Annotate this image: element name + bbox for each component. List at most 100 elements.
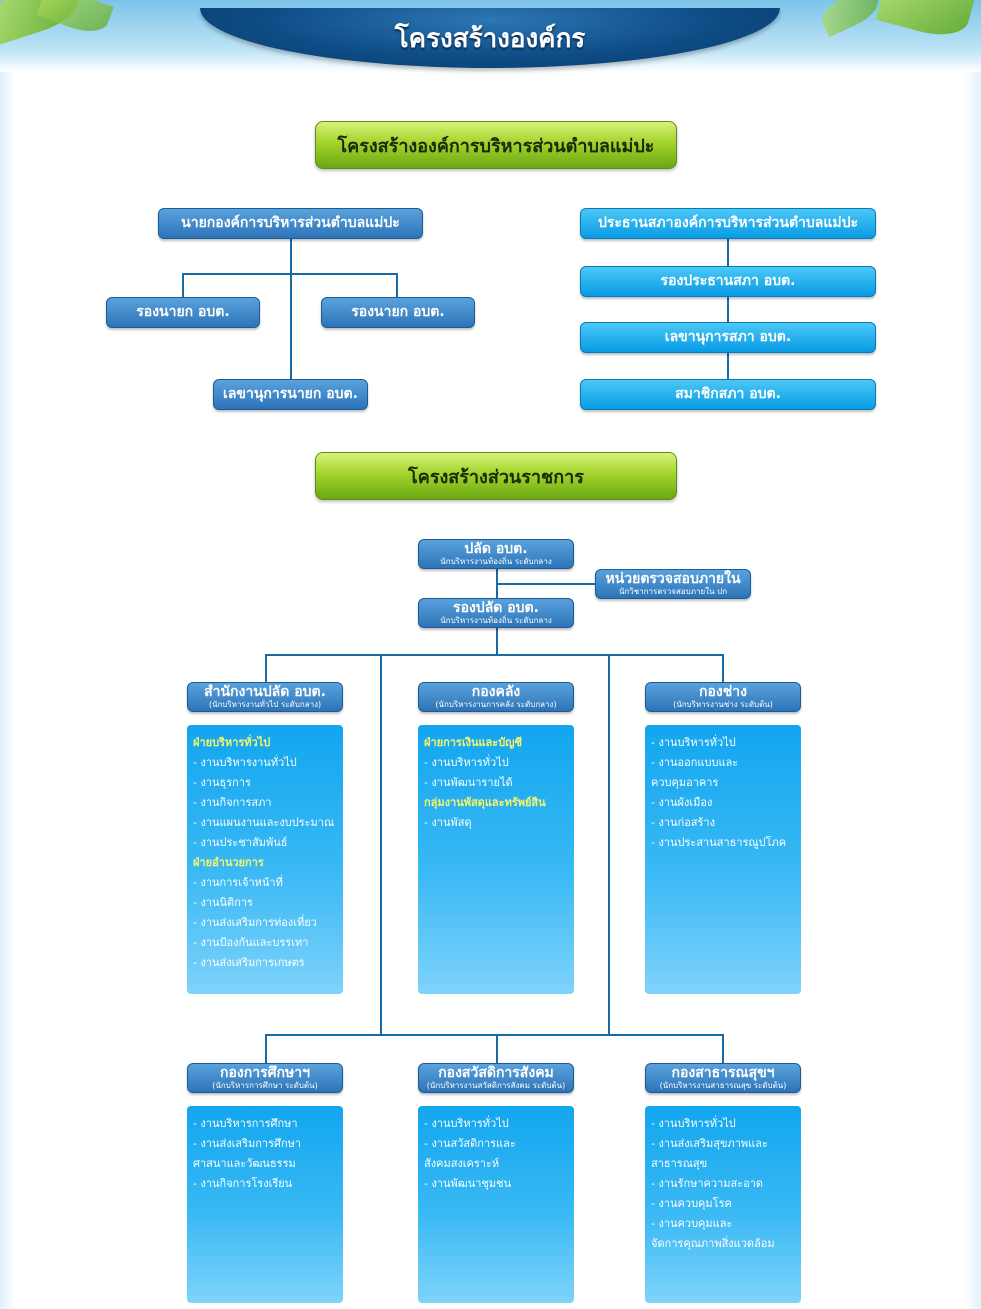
connector: [496, 1034, 498, 1063]
dept-task-item: - งานส่งเสริมสุขภาพและ: [651, 1137, 768, 1150]
dept-task-item: - งานบริหารทั่วไป: [651, 736, 736, 749]
chief-title: ปลัด อบต.: [464, 540, 528, 557]
dept-task-item: - งานส่งเสริมการเกษตร: [193, 956, 305, 969]
dept-task-item: - งานรักษาความสะอาด: [651, 1177, 764, 1190]
deputy-chief-subtitle: นักบริหารงานท้องถิ่น ระดับกลาง: [440, 615, 552, 625]
dept-task-item: - งานกิจการสภา: [193, 796, 272, 809]
dept-list-finance: ฝ่ายการเงินและบัญชี - งานบริหารทั่วไป - งา…: [418, 725, 574, 994]
dept-task-item: ศาสนาและวัฒนธรรม: [193, 1157, 296, 1170]
connector: [265, 1034, 724, 1036]
audit-subtitle: นักวิชาการตรวจสอบภายใน ปก: [618, 586, 728, 596]
dept-task-item: - งานบริหารทั่วไป: [424, 1117, 509, 1130]
connector: [722, 1034, 724, 1063]
connector: [265, 654, 724, 656]
dept-list-welfare: - งานบริหารทั่วไป - งานสวัสดิการและ สังคม…: [418, 1106, 574, 1303]
connector: [722, 654, 724, 682]
council-member-box: สมาชิกสภา อบต.: [580, 379, 876, 410]
dept-title: กองช่าง: [699, 683, 747, 700]
chief-subtitle: นักบริหารงานท้องถิ่น ระดับกลาง: [440, 556, 552, 566]
dept-title: กองสาธารณสุขฯ: [671, 1064, 775, 1081]
dept-task-item: - งานบริหารทั่วไป: [424, 756, 509, 769]
council-vice-label: รองประธานสภา อบต.: [660, 273, 796, 290]
dept-task-item: - งานบริหารทั่วไป: [651, 1117, 736, 1130]
dept-task-item: - งานธุรการ: [193, 776, 251, 789]
dept-list-health: - งานบริหารทั่วไป- งานส่งเสริมสุขภาพและ …: [645, 1106, 801, 1303]
dept-title: สำนักงานปลัด อบต.: [204, 683, 326, 700]
connector: [182, 273, 184, 298]
deputy-mayor-box-left: รองนายก อบต.: [106, 297, 260, 328]
mayor-box: นายกองค์การบริหารส่วนตำบลแม่ปะ: [158, 208, 423, 239]
connector: [182, 273, 398, 275]
dept-task-item: - งานบริหารการศึกษา: [193, 1117, 298, 1130]
dept-task-item: - งานแผนงานและงบประมาณ: [193, 816, 335, 829]
dept-header-welfare: กองสวัสดิการสังคม (นักบริหารงานสวัสดิการ…: [418, 1063, 574, 1093]
deputy-chief-box: รองปลัด อบต. นักบริหารงานท้องถิ่น ระดับก…: [418, 598, 574, 628]
dept-header-education: กองการศึกษาฯ (นักบริหารการศึกษา ระดับต้น…: [187, 1063, 343, 1093]
dept-title: กองการศึกษาฯ: [220, 1064, 310, 1081]
dept-task-item: - งานส่งเสริมการท่องเที่ยว: [193, 916, 317, 929]
council-secretary-label: เลขานุการสภา อบต.: [664, 329, 792, 346]
deputy-chief-title: รองปลัด อบต.: [453, 599, 539, 616]
dept-task-item: - งานนิติการ: [193, 896, 253, 909]
dept-task-item: - งานประชาสัมพันธ์: [193, 836, 288, 849]
dept-list-engineering: - งานบริหารทั่วไป - งานออกแบบและ ควบคุมอา…: [645, 725, 801, 994]
council-member-label: สมาชิกสภา อบต.: [675, 386, 781, 403]
dept-header-health: กองสาธารณสุขฯ (นักบริหารงานสาธารณสุข ระด…: [645, 1063, 801, 1093]
council-secretary-box: เลขานุการสภา อบต.: [580, 322, 876, 353]
dept-task-item: - งานบริหารงานทั่วไป: [193, 756, 297, 769]
dept-task-item: - งานควบคุมและ: [651, 1217, 733, 1230]
connector: [265, 654, 267, 682]
internal-audit-box: หน่วยตรวจสอบภายใน นักวิชาการตรวจสอบภายใน…: [595, 569, 751, 599]
dept-list-education: - งานบริหารการศึกษา - งานส่งเสริมการศึกษา…: [187, 1106, 343, 1303]
dept-task-item: - งานผังเมือง: [651, 796, 713, 809]
header-banner: โครงสร้างองค์กร: [200, 8, 780, 68]
dept-subtitle: (นักบริหารงานทั่วไป ระดับกลาง): [208, 699, 322, 709]
dept-task-item: - งานพัฒนาชุมชน: [424, 1177, 512, 1190]
dept-list-office: ฝ่ายบริหารทั่วไป - งานบริหารงานทั่วไป - งา…: [187, 725, 343, 994]
audit-title: หน่วยตรวจสอบภายใน: [605, 570, 741, 587]
connector: [290, 239, 292, 381]
connector: [265, 1034, 267, 1063]
dept-header-engineering: กองช่าง (นักบริหารงานช่าง ระดับต้น): [645, 682, 801, 712]
dept-title: กองคลัง: [471, 683, 521, 700]
section-title-structure: โครงสร้างองค์การบริหารส่วนตำบลแม่ปะ: [315, 121, 677, 169]
dept-subtitle: (นักบริหารงานสาธารณสุข ระดับต้น): [659, 1080, 787, 1090]
deputy-mayor-label: รองนายก อบต.: [136, 304, 230, 321]
dept-task-item: - งานส่งเสริมการศึกษา: [193, 1137, 302, 1150]
mayor-label: นายกองค์การบริหารส่วนตำบลแม่ปะ: [181, 215, 400, 232]
connector: [380, 654, 382, 1036]
dept-subtitle: (นักบริหารงานการคลัง ระดับกลาง): [435, 699, 557, 709]
dept-task-item: - งานสวัสดิการและ: [424, 1137, 516, 1150]
dept-task-item: สังคมสงเคราะห์: [424, 1157, 500, 1170]
dept-subtitle: (นักบริหารงานช่าง ระดับต้น): [673, 699, 773, 709]
dept-section-heading: ฝ่ายการเงินและบัญชี: [424, 736, 523, 749]
dept-task-item: - งานกิจการโรงเรียน: [193, 1177, 293, 1190]
dept-task-item: - งานการเจ้าหน้าที่: [193, 876, 283, 889]
dept-task-item: - งานประสานสาธารณูปโภค: [651, 836, 787, 849]
deputy-mayor-box-right: รองนายก อบต.: [321, 297, 475, 328]
chief-administrator-box: ปลัด อบต. นักบริหารงานท้องถิ่น ระดับกลาง: [418, 539, 574, 569]
dept-task-item: ควบคุมอาคาร: [651, 776, 719, 789]
dept-task-item: - งานออกแบบและ: [651, 756, 739, 769]
connector: [498, 583, 596, 585]
dept-task-item: - งานควบคุมโรค: [651, 1197, 732, 1210]
section-title-administration: โครงสร้างส่วนราชการ: [315, 452, 677, 500]
dept-section-heading: ฝ่ายบริหารทั่วไป: [193, 736, 271, 749]
council-president-box: ประธานสภาองค์การบริหารส่วนตำบลแม่ปะ: [580, 208, 876, 239]
connector: [727, 239, 729, 381]
dept-task-item: จัดการคุณภาพสิ่งแวดล้อม: [651, 1237, 775, 1250]
connector: [396, 273, 398, 298]
mayor-secretary-label: เลขานุการนายก อบต.: [223, 386, 358, 403]
mayor-secretary-box: เลขานุการนายก อบต.: [213, 379, 368, 410]
dept-section-heading: กลุ่มงานพัสดุและทรัพย์สิน: [424, 796, 546, 809]
connector: [608, 654, 610, 1036]
dept-task-item: - งานพัสดุ: [424, 816, 472, 829]
dept-section-heading: ฝ่ายอำนวยการ: [193, 856, 264, 869]
dept-task-item: - งานพัฒนารายได้: [424, 776, 513, 789]
dept-title: กองสวัสดิการสังคม: [438, 1064, 554, 1081]
dept-header-finance: กองคลัง (นักบริหารงานการคลัง ระดับกลาง): [418, 682, 574, 712]
dept-subtitle: (นักบริหารการศึกษา ระดับต้น): [212, 1080, 318, 1090]
council-vice-box: รองประธานสภา อบต.: [580, 266, 876, 297]
dept-subtitle: (นักบริหารงานสวัสดิการสังคม ระดับต้น): [426, 1080, 566, 1090]
dept-task-item: - งานก่อสร้าง: [651, 816, 715, 829]
